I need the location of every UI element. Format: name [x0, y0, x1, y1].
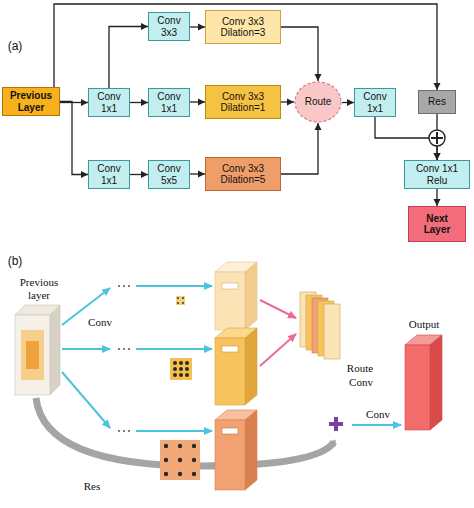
- node-text: Conv 1x1 Relu: [408, 163, 466, 185]
- kernel-3x3-d1: [170, 358, 192, 380]
- route-circle: Route: [294, 81, 342, 123]
- branch-block-bottom: [215, 410, 257, 490]
- flow-arrow: [281, 123, 318, 174]
- flow-arrow: [375, 117, 437, 160]
- node-text: Conv 3x3 Dilation=3: [209, 16, 277, 38]
- kernel-5x5-d5: [160, 440, 200, 480]
- flow-arrow: [60, 102, 88, 175]
- figure-label: Previous layer: [10, 276, 68, 301]
- flow-arrow: [54, 4, 437, 90]
- kernel-3x3-d3: [176, 296, 185, 305]
- layer-box: Previous Layer: [2, 87, 60, 116]
- figure-label: Conv: [362, 408, 394, 421]
- figure-label: Res: [76, 480, 108, 493]
- node-text: Route: [305, 96, 332, 107]
- flow-arrow: [436, 114, 437, 160]
- node-text: Conv 3x3 Dilation=1: [209, 91, 277, 113]
- flow-arrow: [190, 26, 205, 27]
- layer-box: Conv 5x5: [148, 160, 190, 189]
- figure-label: Route: [340, 362, 380, 375]
- flow-arrow: [281, 101, 294, 102]
- flow-arrow: [436, 189, 437, 206]
- layer-box: Conv 3x3 Dilation=5: [205, 157, 281, 191]
- layer-box: Conv 1x1 Relu: [404, 160, 470, 189]
- layer-box: Res: [418, 90, 456, 114]
- layer-box: Conv 1x1: [88, 88, 130, 117]
- flow-arrow: [190, 173, 205, 174]
- node-text: Res: [428, 96, 446, 107]
- route-ellipse: [295, 82, 341, 122]
- figure-label: Conv: [84, 316, 116, 329]
- node-text: Conv 1x1: [92, 163, 126, 185]
- panel-letter: (b): [4, 255, 26, 269]
- flow-arrow: [190, 101, 205, 102]
- flow-arrow: [342, 102, 354, 103]
- node-text: Conv 1x1: [358, 91, 392, 113]
- concat-stack: [300, 292, 340, 359]
- flow-arrow: [130, 102, 148, 103]
- layer-box: Conv 1x1: [88, 160, 130, 189]
- node-text: Conv 3x3: [152, 15, 186, 37]
- layer-box: Conv 1x1: [148, 88, 190, 117]
- flow-arrow: [109, 27, 148, 89]
- flow-arrow: [130, 174, 148, 175]
- node-text: Previous Layer: [6, 90, 56, 112]
- panel-letter: (a): [4, 40, 26, 54]
- ellipsis-dots: [118, 285, 130, 432]
- node-text: Conv 1x1: [92, 91, 126, 113]
- node-text: Next Layer: [412, 213, 462, 235]
- route-arrows: [260, 300, 296, 366]
- branch-block-top: [215, 262, 257, 330]
- input-feature-block: [15, 305, 60, 395]
- branch-block-middle: [215, 328, 257, 405]
- figure-label: Output: [400, 318, 448, 331]
- sum-symbol: [429, 130, 445, 146]
- figure-label: Conv: [345, 376, 377, 389]
- flow-arrow: [281, 27, 318, 81]
- node-text: Conv 1x1: [152, 91, 186, 113]
- node-text: Conv 5x5: [152, 163, 186, 185]
- output-block: [405, 335, 442, 430]
- layer-box: Conv 1x1: [354, 88, 396, 117]
- layer-box: Next Layer: [408, 206, 466, 242]
- layer-box: Conv 3x3 Dilation=1: [205, 85, 281, 119]
- plus-sign: [329, 417, 343, 431]
- layer-box: Conv 3x3 Dilation=3: [205, 10, 281, 44]
- layer-box: Conv 3x3: [148, 12, 190, 41]
- node-text: Conv 3x3 Dilation=5: [209, 163, 277, 185]
